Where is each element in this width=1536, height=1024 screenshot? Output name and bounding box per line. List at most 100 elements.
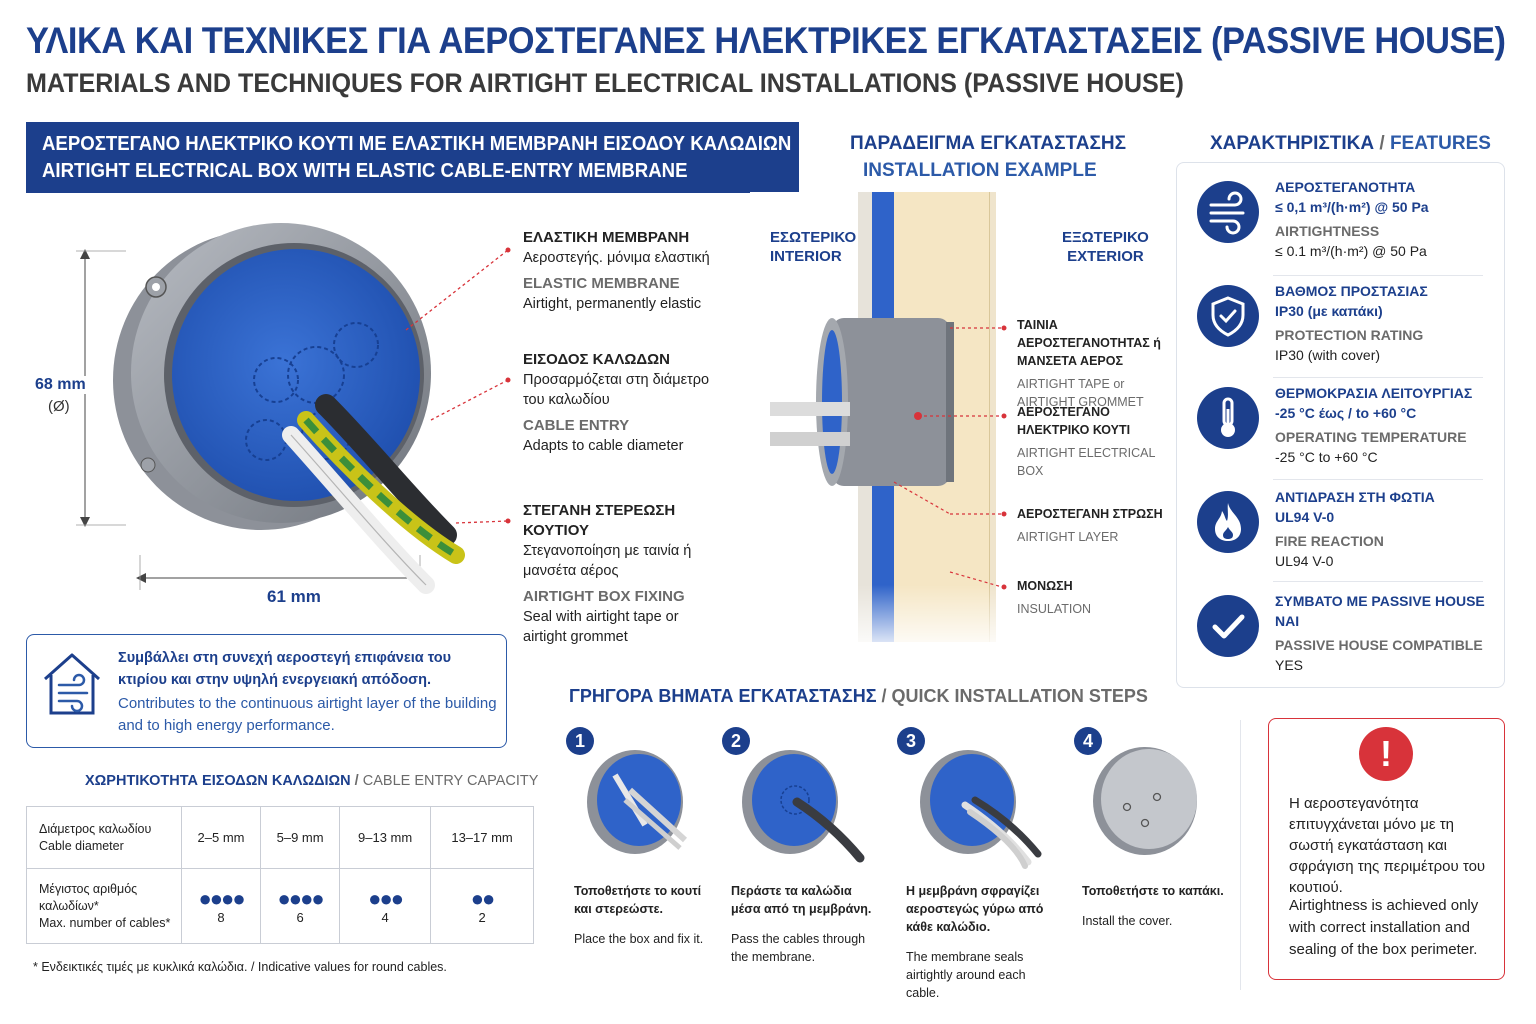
callout-text-en: Adapts to cable diameter	[523, 438, 684, 454]
installation-title-gr: ΠΑΡΑΔΕΙΓΜΑ ΕΓΚΑΤΑΣΤΑΣΗΣ	[850, 133, 1127, 154]
feature-title-gr: ΒΑΘΜΟΣ ΠΡΟΣΤΑΣΙΑΣ	[1275, 283, 1428, 299]
exterior-label: ΕΞΩΤΕΡΙΚΟ EXTERIOR	[1062, 228, 1149, 266]
callout-title-en: CABLE ENTRY	[523, 417, 630, 434]
feature-value-gr: UL94 V-0	[1275, 509, 1335, 525]
cable-count: 6	[296, 909, 304, 925]
feature-title-gr: ΘΕΡΜΟΚΡΑΣΙΑ ΛΕΙΤΟΥΡΓΙΑΣ	[1275, 385, 1473, 401]
inst-callout-layer: ΑΕΡΟΣΤΕΓΑΝΗ ΣΤΡΩΣΗ AIRTIGHT LAYER	[1017, 505, 1167, 546]
cable-count: 2	[478, 909, 486, 925]
step-text-en: Install the cover.	[1082, 914, 1173, 928]
checkmark-icon	[1197, 595, 1259, 657]
feature-title-en: FIRE REACTION	[1275, 533, 1384, 549]
callout-title-gr: ΕΛΑΣΤΙΚΗ ΜΕΜΒΡΑΝΗ	[523, 229, 690, 246]
cable-dots: ●●●	[368, 885, 404, 911]
dimension-height: 68 mm	[35, 376, 88, 394]
inst-callout-insulation: ΜΟΝΩΣΗ INSULATION	[1017, 577, 1167, 618]
capacity-footnote: * Ενδεικτικές τιμές με κυκλικά καλώδια. …	[33, 960, 447, 974]
callout-title-gr: ΕΙΣΟΔΟΣ ΚΑΛΩΔΩΝ	[523, 351, 670, 368]
count-cell: ●●2	[430, 868, 534, 944]
step-text-gr: Τοποθετήστε το κουτί και στερεώστε.	[574, 884, 702, 916]
row-label-gr: Διάμετρος καλωδίου	[39, 821, 152, 836]
row-label-gr: Μέγιστος αριθμός καλωδίων*	[39, 881, 138, 913]
steps-title-sep: /	[876, 686, 892, 706]
capacity-title-sep: /	[350, 773, 363, 789]
step-1-illustration	[587, 750, 688, 854]
banner-title-gr: ΑΕΡΟΣΤΕΓΑΝΟ ΗΛΕΚΤΡΙΚΟ ΚΟΥΤΙ ΜΕ ΕΛΑΣΤΙΚΗ …	[42, 133, 792, 155]
capacity-row-header: Διάμετρος καλωδίου Cable diameter	[26, 806, 182, 869]
feature-title-en: PROTECTION RATING	[1275, 327, 1424, 343]
feature-value-gr: ≤ 0,1 m³/(h·m²) @ 50 Pa	[1275, 199, 1429, 215]
step-text-gr: Περάστε τα καλώδια μέσα από τη μεμβράνη.	[731, 884, 872, 916]
callout-text-en: Seal with airtight tape or airtight grom…	[523, 609, 679, 645]
callout-title-en: ELASTIC MEMBRANE	[523, 275, 680, 292]
steps-title: ΓΡΗΓΟΡΑ ΒΗΜΑΤΑ ΕΓΚΑΤΑΣΤΑΣΗΣ / QUICK INST…	[569, 686, 1148, 707]
feature-value-en: IP30 (with cover)	[1275, 347, 1381, 363]
features-title-gr: ΧΑΡΑΚΤΗΡΙΣΤΙΚΑ	[1210, 133, 1375, 154]
callout-title-gr: ΣΤΕΓΑΝΗ ΣΤΕΡΕΩΣΗ ΚΟΥΤΙΟΥ	[523, 502, 676, 539]
feature-title-en: PASSIVE HOUSE COMPATIBLE	[1275, 637, 1483, 653]
step-1-text: Τοποθετήστε το κουτί και στερεώστε. Plac…	[574, 882, 704, 948]
feature-value-en: UL94 V-0	[1275, 553, 1334, 569]
inst-callout-en: AIRTIGHT LAYER	[1017, 530, 1119, 544]
step-3-text: Η μεμβράνη σφραγίζει αεροστεγώς γύρω από…	[906, 882, 1046, 1002]
electrical-box-illustration	[76, 223, 511, 594]
airflow-icon	[1197, 181, 1259, 243]
feature-title-en: OPERATING TEMPERATURE	[1275, 429, 1467, 445]
warning-box: ! Η αεροστεγανότητα επιτυγχάνεται μόνο μ…	[1268, 718, 1505, 980]
step-3-number: 3	[897, 727, 925, 755]
steps-title-gr: ΓΡΗΓΟΡΑ ΒΗΜΑΤΑ ΕΓΚΑΤΑΣΤΑΣΗΣ	[569, 686, 877, 706]
warning-text-en: Airtightness is achieved only with corre…	[1289, 897, 1479, 958]
page-subtitle: MATERIALS AND TECHNIQUES FOR AIRTIGHT EL…	[26, 68, 1184, 98]
capacity-title-gr: ΧΩΡΗΤΙΚΟΤΗΤΑ ΕΙΣΟΔΩΝ ΚΑΛΩΔΙΩΝ	[85, 773, 351, 789]
step-2-number: 2	[722, 727, 750, 755]
callout-text-gr: Αεροστεγής. μόνιμα ελαστική	[523, 250, 710, 266]
step-text-gr: Η μεμβράνη σφραγίζει αεροστεγώς γύρω από…	[906, 884, 1044, 934]
range-cell: 2–5 mm	[180, 806, 262, 869]
page-title: ΥΛΙΚΑ ΚΑΙ ΤΕΧΝΙΚΕΣ ΓΙΑ ΑΕΡΟΣΤΕΓΑΝΕΣ ΗΛΕΚ…	[26, 20, 1506, 61]
callout-text-gr: Στεγανοποίηση με ταινία ή μανσέτα αέρος	[523, 543, 692, 579]
range-cell: 9–13 mm	[339, 806, 432, 869]
interior-label: ΕΣΩΤΕΡΙΚΟ INTERIOR	[770, 228, 856, 266]
capacity-row-header: Μέγιστος αριθμός καλωδίων* Max. number o…	[26, 868, 182, 944]
inst-callout-box: ΑΕΡΟΣΤΕΓΑΝΟ ΗΛΕΚΤΡΙΚΟ ΚΟΥΤΙ AIRTIGHT ELE…	[1017, 403, 1157, 480]
step-1-number: 1	[566, 727, 594, 755]
exterior-label-en: EXTERIOR	[1067, 248, 1144, 265]
callout-title-en: AIRTIGHT BOX FIXING	[523, 588, 685, 605]
info-box: Συμβάλλει στη συνεχή αεροστεγή επιφάνεια…	[26, 634, 507, 748]
features-title: ΧΑΡΑΚΤΗΡΙΣΤΙΚΑ / FEATURES	[1210, 130, 1491, 157]
cable-dots: ●●●●	[277, 885, 325, 911]
range-cell: 13–17 mm	[430, 806, 534, 869]
count-cell: ●●●●8	[180, 868, 262, 944]
cable-count: 4	[381, 909, 389, 925]
flame-icon	[1197, 491, 1259, 553]
step-4-illustration	[1093, 747, 1197, 855]
exterior-label-gr: ΕΞΩΤΕΡΙΚΟ	[1062, 229, 1149, 246]
feature-value-gr: ΝΑΙ	[1275, 613, 1300, 629]
info-text-en: Contributes to the continuous airtight l…	[118, 695, 497, 734]
product-banner: ΑΕΡΟΣΤΕΓΑΝΟ ΗΛΕΚΤΡΙΚΟ ΚΟΥΤΙ ΜΕ ΕΛΑΣΤΙΚΗ …	[26, 122, 799, 193]
dimension-height-sub: (Ø)	[48, 398, 70, 415]
inst-callout-en: AIRTIGHT ELECTRICAL BOX	[1017, 446, 1155, 478]
inst-callout-en: INSULATION	[1017, 602, 1092, 616]
feature-title-en: AIRTIGHTNESS	[1275, 223, 1380, 239]
step-2-illustration	[742, 750, 865, 863]
feature-value-en: ≤ 0.1 m³/(h·m²) @ 50 Pa	[1275, 243, 1427, 259]
feature-title-gr: ΣΥΜΒΑΤΟ ΜΕ PASSIVE HOUSE	[1275, 593, 1485, 609]
callout-elastic-membrane: ΕΛΑΣΤΙΚΗ ΜΕΜΒΡΑΝΗ Αεροστεγής. μόνιμα ελα…	[523, 228, 763, 314]
info-text-gr: Συμβάλλει στη συνεχή αεροστεγή επιφάνεια…	[118, 650, 452, 688]
count-cell: ●●●4	[339, 868, 432, 944]
feature-value-gr: IP30 (με καπάκι)	[1275, 303, 1383, 319]
step-2-text: Περάστε τα καλώδια μέσα από τη μεμβράνη.…	[731, 882, 881, 966]
step-4-text: Τοποθετήστε το καπάκι. Install the cover…	[1082, 882, 1232, 930]
interior-label-en: INTERIOR	[770, 248, 842, 265]
step-text-en: Pass the cables through the membrane.	[731, 932, 866, 964]
inst-callout-tape: ΤΑΙΝΙΑ ΑΕΡΟΣΤΕΓΑΝΟΤΗΤΑΣ ή ΜΑΝΣΕΤΑ ΑΕΡΟΣ …	[1017, 316, 1167, 411]
interior-label-gr: ΕΣΩΤΕΡΙΚΟ	[770, 229, 857, 246]
step-4-number: 4	[1074, 727, 1102, 755]
steps-title-en: QUICK INSTALLATION STEPS	[891, 686, 1148, 706]
installation-title-en: INSTALLATION EXAMPLE	[863, 160, 1097, 181]
inst-callout-en: AIRTIGHT TAPE or AIRTIGHT GROMMET	[1017, 377, 1144, 409]
features-title-sep: /	[1374, 133, 1390, 154]
cable-dots: ●●●●	[198, 885, 245, 911]
feature-value-gr: -25 °C έως / to +60 °C	[1275, 405, 1417, 421]
